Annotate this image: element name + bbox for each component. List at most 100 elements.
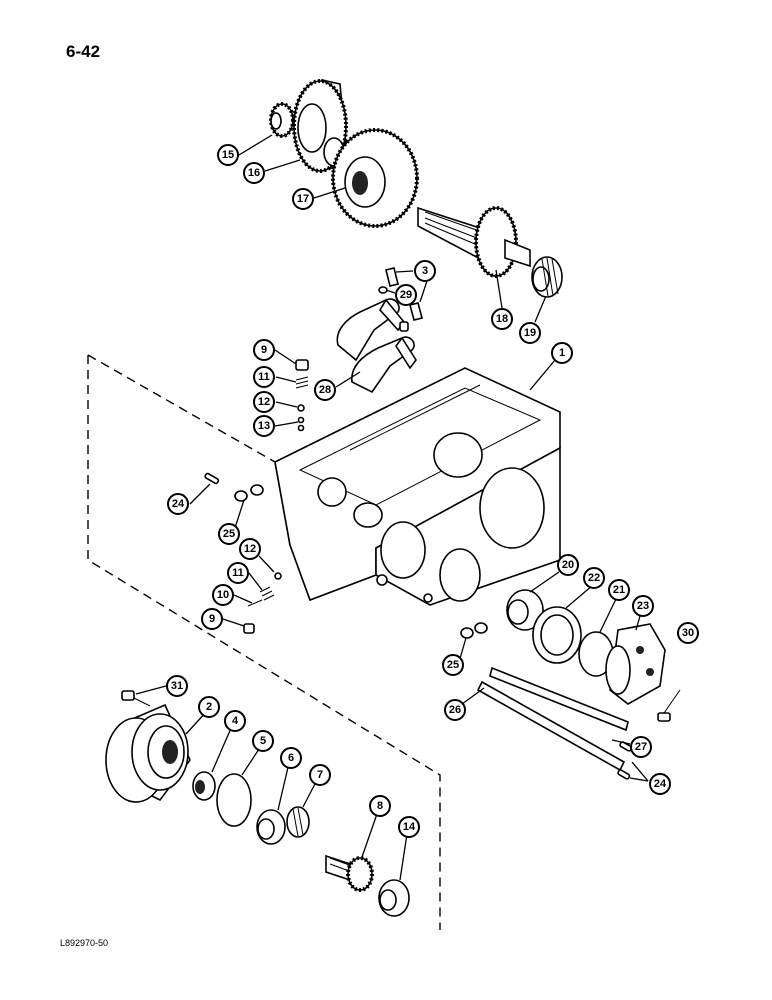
housing-2 — [105, 703, 191, 803]
svg-text:5: 5 — [260, 735, 266, 747]
callout-11-top: 11 — [253, 366, 275, 388]
svg-text:24: 24 — [654, 778, 667, 790]
callout-3: 3 — [414, 260, 436, 282]
svg-text:26: 26 — [449, 704, 461, 716]
callout-25-upper: 25 — [218, 523, 240, 545]
callout-1: 1 — [551, 342, 573, 364]
callout-12-top: 12 — [253, 391, 275, 413]
cup-14 — [378, 879, 410, 917]
assembly-boundary-line — [87, 354, 441, 930]
svg-text:15: 15 — [222, 149, 234, 161]
nuts-25-lower — [460, 622, 488, 639]
bearing-4 — [192, 771, 216, 801]
callout-23: 23 — [632, 595, 654, 617]
svg-text:9: 9 — [209, 613, 215, 625]
nuts-25-upper — [234, 484, 264, 502]
svg-text:25: 25 — [447, 659, 459, 671]
cluster-gear — [292, 78, 349, 173]
callout-25-lower: 25 — [442, 654, 464, 676]
svg-text:13: 13 — [258, 420, 270, 432]
small-gear — [269, 102, 295, 138]
svg-text:23: 23 — [637, 600, 649, 612]
shift-fork-lower — [351, 336, 417, 394]
svg-text:21: 21 — [613, 584, 625, 596]
bolt-31 — [121, 690, 151, 707]
svg-text:11: 11 — [258, 371, 270, 383]
svg-text:17: 17 — [297, 193, 309, 205]
pin-24-left — [204, 472, 220, 485]
callout-22: 22 — [583, 567, 605, 589]
detent-hardware-bottom — [243, 572, 282, 634]
svg-text:16: 16 — [248, 167, 260, 179]
svg-text:31: 31 — [171, 680, 183, 692]
svg-text:18: 18 — [496, 313, 508, 325]
cup-6 — [256, 809, 286, 845]
svg-text:29: 29 — [400, 289, 412, 301]
pin-24-right-b — [617, 769, 631, 780]
detent-hardware-top — [295, 359, 309, 432]
svg-text:24: 24 — [172, 498, 185, 510]
callout-18: 18 — [491, 308, 513, 330]
callout-6: 6 — [280, 747, 302, 769]
insert-29 — [378, 286, 388, 294]
callout-31: 31 — [166, 675, 188, 697]
svg-text:11: 11 — [232, 567, 244, 579]
bolt-30 — [657, 689, 681, 722]
insert-29b — [399, 321, 409, 332]
svg-text:30: 30 — [682, 627, 694, 639]
svg-text:6: 6 — [288, 752, 294, 764]
callout-20: 20 — [557, 554, 579, 576]
callout-13: 13 — [253, 415, 275, 437]
figure-code: L892970-50 — [60, 938, 109, 948]
shaft-bearing — [531, 256, 563, 298]
callout-26: 26 — [444, 699, 466, 721]
callout-21: 21 — [608, 579, 630, 601]
callout-27: 27 — [630, 736, 652, 758]
callout-24-left: 24 — [167, 493, 189, 515]
svg-text:4: 4 — [232, 715, 239, 727]
callout-9-bottom: 9 — [201, 608, 223, 630]
svg-text:12: 12 — [244, 543, 256, 555]
svg-text:28: 28 — [319, 384, 331, 396]
shaft-8 — [325, 854, 374, 892]
callout-11-bottom: 11 — [227, 562, 249, 584]
callout-14: 14 — [398, 816, 420, 838]
svg-text:20: 20 — [562, 559, 574, 571]
callout-12-bottom: 12 — [239, 538, 261, 560]
bearing-cone-7 — [286, 806, 310, 838]
callout-7: 7 — [309, 764, 331, 786]
callout-19: 19 — [519, 322, 541, 344]
gasket-22 — [532, 606, 582, 664]
transmission-housing — [274, 367, 561, 606]
callout-28: 28 — [314, 379, 336, 401]
svg-text:22: 22 — [588, 572, 600, 584]
leader-lines — [135, 134, 649, 881]
shift-rail-26 — [489, 666, 629, 732]
svg-text:27: 27 — [635, 741, 647, 753]
callout-5: 5 — [252, 730, 274, 752]
svg-text:1: 1 — [559, 347, 565, 359]
page-number: 6-42 — [66, 42, 101, 61]
callout-8: 8 — [369, 795, 391, 817]
svg-text:7: 7 — [317, 769, 323, 781]
svg-text:10: 10 — [217, 589, 229, 601]
splined-shaft — [417, 206, 531, 278]
svg-text:3: 3 — [422, 265, 428, 277]
callout-17: 17 — [292, 188, 314, 210]
callout-24-right: 24 — [649, 773, 671, 795]
svg-text:14: 14 — [403, 821, 416, 833]
svg-text:8: 8 — [377, 800, 383, 812]
svg-text:12: 12 — [258, 396, 270, 408]
callout-4: 4 — [224, 710, 246, 732]
svg-text:2: 2 — [206, 701, 212, 713]
snap-ring-5 — [216, 773, 252, 827]
callout-2: 2 — [198, 696, 220, 718]
svg-text:9: 9 — [261, 344, 267, 356]
screw-3 — [385, 267, 423, 321]
callout-29: 29 — [395, 284, 417, 306]
shift-fork-upper — [336, 298, 406, 362]
callout-16: 16 — [243, 162, 265, 184]
large-gear — [331, 128, 419, 228]
callout-9-top: 9 — [253, 339, 275, 361]
